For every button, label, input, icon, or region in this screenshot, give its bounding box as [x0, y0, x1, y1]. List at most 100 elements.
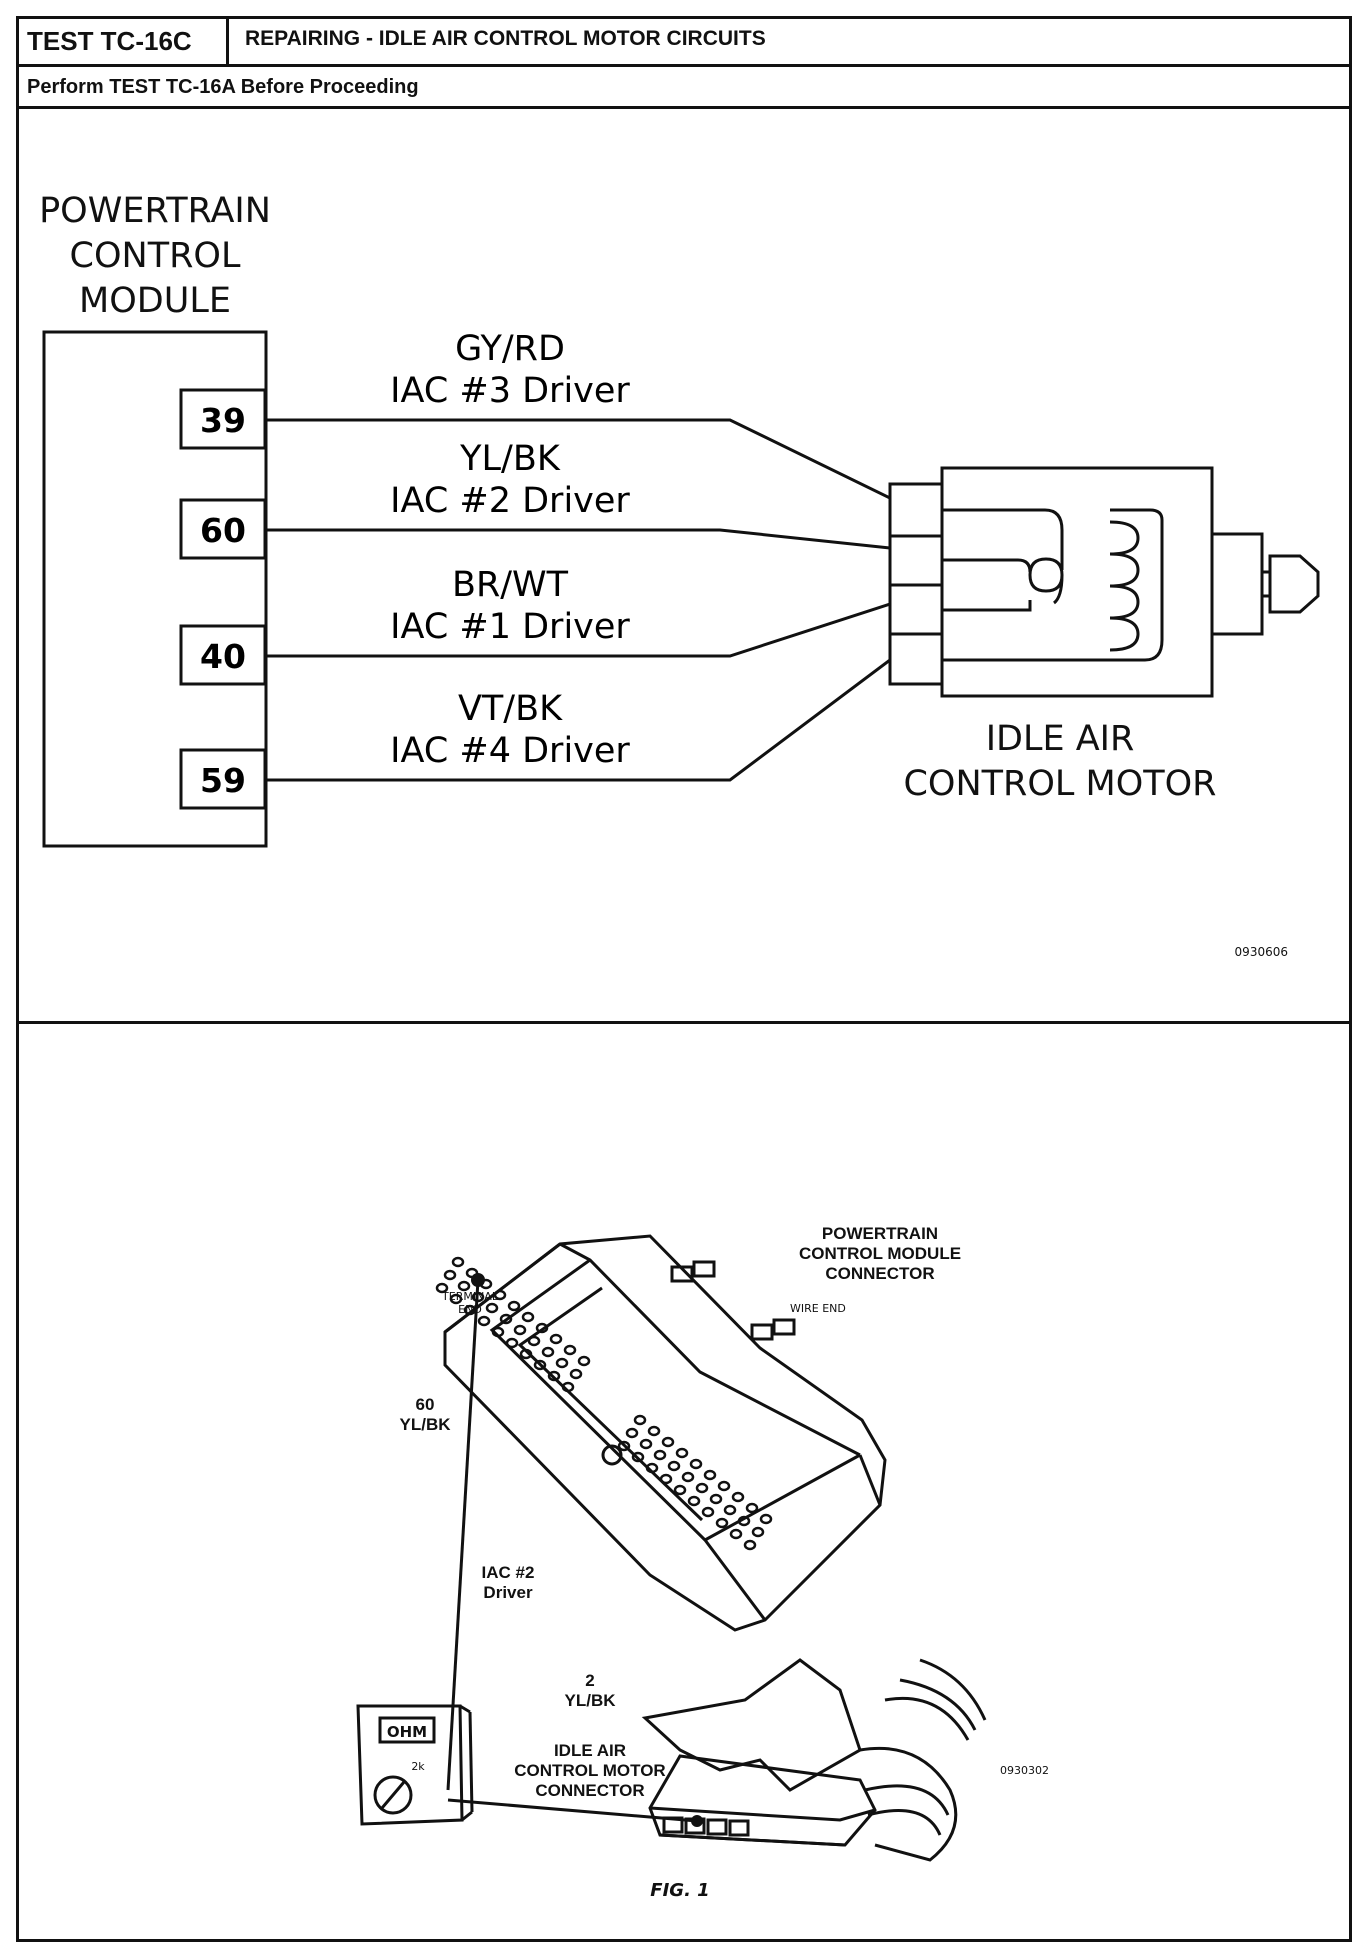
pin-60-callout-number: 60	[416, 1395, 435, 1414]
multimeter	[356, 1279, 698, 1826]
motor-pin-callout-color: YL/BK	[565, 1691, 617, 1710]
connector-pin-hole	[703, 1469, 717, 1481]
connector-pin-hole	[533, 1359, 547, 1371]
connector-pin-hole	[519, 1348, 533, 1360]
iac-callout-line2: Driver	[483, 1583, 533, 1602]
connector-pin-hole	[617, 1440, 631, 1452]
connector-pin-hole	[577, 1355, 591, 1367]
connector-pin-hole	[731, 1491, 745, 1503]
pin-box	[179, 498, 267, 560]
header-row: TEST TC-16C REPAIRING - IDLE AIR CONTROL…	[19, 19, 1349, 67]
connector-pin-hole	[709, 1493, 723, 1505]
schematic-figure-code: 0930606	[1235, 945, 1288, 959]
connector-pin-hole	[633, 1414, 647, 1426]
section-divider	[19, 1021, 1349, 1024]
terminal-end-label-2: END	[458, 1303, 482, 1316]
connector-pin-hole	[681, 1471, 695, 1483]
connector-pin-hole	[715, 1517, 729, 1529]
connector-pin-hole	[521, 1311, 535, 1323]
connector-pin-hole	[491, 1326, 505, 1338]
motor-label-line2: CONTROL MOTOR	[903, 764, 1216, 804]
connector-pin-hole	[631, 1451, 645, 1463]
connector-pin-hole	[737, 1515, 751, 1527]
connector-pin-hole	[687, 1495, 701, 1507]
pcm-connector-pins	[435, 1256, 773, 1551]
connector-pin-hole	[695, 1482, 709, 1494]
circuit-name: IAC #2 Driver	[390, 481, 630, 521]
connector-pin-hole	[653, 1449, 667, 1461]
pin-box	[179, 624, 267, 686]
connector-pin-hole	[743, 1539, 757, 1551]
connector-pin-hole	[745, 1502, 759, 1514]
connector-pin-hole	[485, 1302, 499, 1314]
iac-connector-label-3: CONNECTOR	[535, 1781, 644, 1800]
test-id: TEST TC-16C	[19, 19, 229, 64]
wire-color: GY/RD	[455, 329, 565, 369]
prerequisite-note: Perform TEST TC-16A Before Proceeding	[19, 67, 1349, 109]
connector-pin-hole	[541, 1346, 555, 1358]
pcm-pin-60-probe	[471, 1273, 485, 1287]
connector-pin-hole	[507, 1300, 521, 1312]
wire-color: VT/BK	[458, 689, 563, 729]
connector-pin-hole	[717, 1480, 731, 1492]
connector-pin-hole	[555, 1357, 569, 1369]
connector-pin-hole	[435, 1282, 449, 1294]
connector-figure-code: 0930302	[1000, 1764, 1049, 1777]
wire	[265, 418, 891, 500]
connector-pin-hole	[659, 1473, 673, 1485]
circuit-name: IAC #4 Driver	[390, 731, 630, 771]
connector-pin-hole	[513, 1324, 527, 1336]
pcm-connector-label-1: POWERTRAIN	[822, 1224, 938, 1243]
pcm-connector-label-3: CONNECTOR	[825, 1264, 934, 1283]
connector-pin-hole	[561, 1381, 575, 1393]
wire	[265, 658, 891, 782]
connector-pin-hole	[701, 1506, 715, 1518]
connector-pin-hole	[729, 1528, 743, 1540]
wire-end-label: WIRE END	[790, 1302, 846, 1315]
pin-number: 40	[200, 637, 246, 676]
connector-pin-hole	[451, 1256, 465, 1268]
connector-pin-hole	[505, 1337, 519, 1349]
connector-pin-hole	[563, 1344, 577, 1356]
connector-pin-hole	[457, 1280, 471, 1292]
connector-pin-hole	[493, 1289, 507, 1301]
connector-pin-hole	[569, 1368, 583, 1380]
connector-pin-hole	[527, 1335, 541, 1347]
motor-pin-callout-number: 2	[585, 1671, 594, 1690]
pin-number: 60	[200, 511, 246, 550]
iac-connector-label-2: CONTROL MOTOR	[514, 1761, 665, 1780]
connector-pin-hole	[477, 1315, 491, 1327]
pin-60-callout-color: YL/BK	[400, 1415, 452, 1434]
connector-pin-hole	[661, 1436, 675, 1448]
connector-pin-hole	[675, 1447, 689, 1459]
motor-label-line1: IDLE AIR	[986, 719, 1135, 759]
iac-connector-label-1: IDLE AIR	[554, 1741, 626, 1760]
wire	[265, 602, 891, 658]
meter-display: OHM	[387, 1723, 427, 1741]
connector-pin-hole	[549, 1333, 563, 1345]
connector-pin-hole	[723, 1504, 737, 1516]
circuit-name: IAC #3 Driver	[390, 371, 630, 411]
figure-caption: FIG. 1	[650, 1880, 709, 1901]
wire	[265, 528, 891, 550]
connector-pin-hole	[449, 1293, 463, 1305]
pcm-label-line3: MODULE	[79, 281, 231, 321]
connector-pin-hole	[759, 1513, 773, 1525]
wire-color: BR/WT	[452, 565, 569, 605]
pcm-label-line2: CONTROL	[70, 236, 241, 276]
connector-pin-hole	[689, 1458, 703, 1470]
test-page: TEST TC-16C REPAIRING - IDLE AIR CONTROL…	[16, 16, 1352, 1942]
terminal-end-label-1: TERMINAL	[441, 1290, 499, 1303]
connector-pin-hole	[639, 1438, 653, 1450]
iac-callout-line1: IAC #2	[482, 1563, 535, 1582]
iac-motor-drawing	[888, 466, 1320, 698]
connector-pin-hole	[751, 1526, 765, 1538]
connector-pin-hole	[645, 1462, 659, 1474]
meter-range: 2k	[411, 1760, 425, 1773]
iac-connector-drawing	[641, 1658, 987, 1862]
connector-pin-hole	[535, 1322, 549, 1334]
connector-pin-hole	[547, 1370, 561, 1382]
pin-number: 39	[200, 401, 246, 440]
